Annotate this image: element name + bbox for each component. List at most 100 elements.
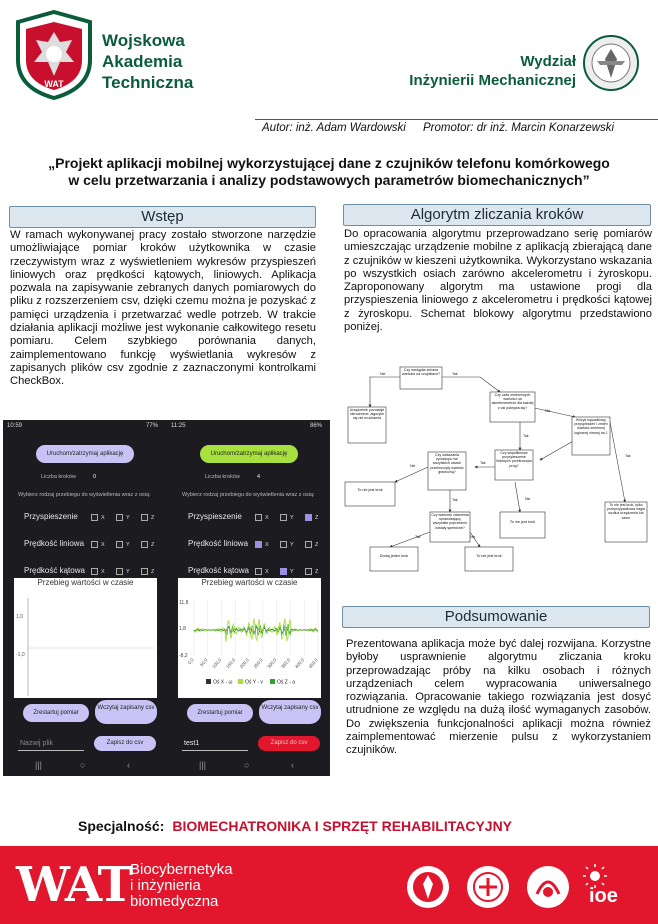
row-angular-velocity: Prędkość kątowa bbox=[24, 566, 85, 575]
edge-yes: Tak bbox=[480, 461, 486, 465]
edge-no: Nie bbox=[410, 464, 415, 468]
emblem-ring-icon bbox=[527, 866, 569, 908]
edge-yes: Tak bbox=[452, 498, 458, 502]
x-tick: 100,0 bbox=[211, 657, 222, 669]
legend-swatch bbox=[270, 679, 275, 684]
poster-footer: WAT Biocybernetyka i inżynieria biomedyc… bbox=[0, 846, 658, 924]
edge-yes: Tak bbox=[625, 454, 631, 458]
edge-yes: Tak bbox=[452, 372, 458, 376]
x-tick: 350,0 bbox=[280, 657, 291, 669]
department-name: Biocybernetyka i inżynieria biomedyczna bbox=[130, 861, 233, 910]
axis-checkbox-y[interactable] bbox=[116, 541, 123, 548]
reset-button[interactable]: Zrestartuj pomiar bbox=[187, 704, 253, 722]
faculty-emblem-logo bbox=[583, 35, 639, 91]
axis-checkbox-z[interactable] bbox=[305, 514, 312, 521]
y-tick: 11,8 bbox=[179, 600, 189, 606]
y-tick: -1,0 bbox=[16, 652, 25, 658]
axis-label: Z bbox=[151, 542, 155, 548]
load-csv-button[interactable]: Wczytaj zapisany csv bbox=[95, 700, 157, 724]
reset-button[interactable]: Zrestartuj pomiar bbox=[23, 704, 89, 722]
algorithm-flowchart: Czy nastąpiła zmiana wartości na czujnik… bbox=[344, 366, 648, 572]
save-csv-button[interactable]: Zapisz do csv bbox=[258, 736, 320, 751]
load-csv-button[interactable]: Wczytaj zapisany csv bbox=[259, 700, 321, 724]
legend-swatch bbox=[238, 679, 243, 684]
node-accel: Czy czas zmierzonych wartości na akceler… bbox=[491, 393, 534, 410]
node-add-step: Dodaj jeden krok bbox=[379, 554, 409, 558]
faculty-emblem-icon bbox=[407, 866, 449, 908]
algorithm-text: Do opracowania algorytmu przeprowadzano … bbox=[344, 228, 652, 334]
axis-label: Z bbox=[315, 515, 319, 521]
back-icon[interactable]: ‹ bbox=[127, 760, 130, 770]
wat-logo: WAT bbox=[16, 857, 133, 913]
steps-value: 0 bbox=[93, 474, 97, 480]
axis-checkbox-x[interactable] bbox=[91, 568, 98, 575]
university-name: Wojskowa Akademia Techniczna bbox=[102, 31, 194, 92]
node-start: Czy nastąpiła zmiana wartości na czujnik… bbox=[402, 368, 440, 377]
row-acceleration: Przyspieszenie bbox=[188, 512, 242, 521]
filename-input[interactable]: test1 bbox=[184, 740, 200, 747]
node-nostep2: To nie jest krok bbox=[509, 520, 536, 524]
axis-checkbox-z[interactable] bbox=[141, 541, 148, 548]
axis-prompt: Wybierz rodzaj przebiegu do wyświetlenia… bbox=[182, 492, 315, 498]
axis-checkbox-y[interactable] bbox=[280, 541, 287, 548]
spec-value: BIOMECHATRONIKA I SPRZĘT REHABILITACYJNY bbox=[172, 818, 513, 834]
axis-label: Y bbox=[290, 569, 294, 575]
home-icon[interactable]: ○ bbox=[244, 760, 250, 770]
axis-checkbox-x[interactable] bbox=[255, 568, 262, 575]
legend-swatch bbox=[206, 679, 211, 684]
filename-input[interactable]: Nazwij plik bbox=[20, 740, 54, 747]
axis-checkbox-z[interactable] bbox=[141, 568, 148, 575]
society-seal-icon bbox=[467, 866, 509, 908]
axis-checkbox-z[interactable] bbox=[305, 568, 312, 575]
back-icon[interactable]: ‹ bbox=[291, 760, 294, 770]
axis-checkbox-x[interactable] bbox=[91, 541, 98, 548]
legend-entry: Oś Y - v bbox=[245, 680, 263, 686]
edge-no: Nie bbox=[470, 535, 475, 539]
node-q-steps: Czy warunek zdarzenia sprawdzający wszys… bbox=[431, 513, 469, 530]
x-tick: 400,0 bbox=[294, 657, 305, 669]
axis-label: X bbox=[265, 515, 269, 521]
chart-area: Przebieg wartości w czasie 1,0 -1,0 bbox=[14, 578, 157, 698]
axis-checkbox-y[interactable] bbox=[116, 568, 123, 575]
intro-text: W ramach wykonywanej pracy zostało stwor… bbox=[10, 229, 316, 388]
axis-label: Z bbox=[151, 515, 155, 521]
crest-text: WAT bbox=[44, 79, 64, 89]
axis-checkbox-y[interactable] bbox=[116, 514, 123, 521]
home-icon[interactable]: ○ bbox=[80, 760, 86, 770]
steps-label: Liczba kroków bbox=[41, 474, 76, 480]
axis-checkbox-x[interactable] bbox=[91, 514, 98, 521]
y-tick: -8,2 bbox=[179, 653, 188, 659]
save-csv-button[interactable]: Zapisz do csv bbox=[94, 736, 156, 751]
y-tick: 1,8 bbox=[179, 626, 186, 632]
node-wait: Urządzenie pozostaje nieruchome, algoryt… bbox=[349, 408, 385, 421]
axis-checkbox-z[interactable] bbox=[305, 541, 312, 548]
edge-yes: Tak bbox=[523, 434, 529, 438]
row-angular-velocity: Prędkość kątowa bbox=[188, 566, 249, 575]
start-stop-button[interactable]: Uruchom/zatrzymaj aplikację bbox=[200, 445, 298, 463]
axis-checkbox-x[interactable] bbox=[255, 514, 262, 521]
edge-no: Nie bbox=[545, 409, 550, 413]
edge-no: Nie bbox=[525, 497, 530, 501]
start-stop-button[interactable]: Uruchom/zatrzymaj aplikację bbox=[36, 445, 134, 463]
axis-label: Y bbox=[290, 542, 294, 548]
filename-underline bbox=[18, 750, 84, 751]
y-tick: 1,0 bbox=[16, 614, 23, 620]
row-acceleration: Przyspieszenie bbox=[24, 512, 78, 521]
axis-checkbox-z[interactable] bbox=[141, 514, 148, 521]
axis-checkbox-x[interactable] bbox=[255, 541, 262, 548]
android-navbar: ||| ○ ‹ bbox=[167, 758, 330, 776]
x-tick: 300,0 bbox=[266, 657, 277, 669]
axis-checkbox-y[interactable] bbox=[280, 568, 287, 575]
axis-checkbox-y[interactable] bbox=[280, 514, 287, 521]
axis-label: X bbox=[101, 542, 105, 548]
row-linear-velocity: Prędkość liniowa bbox=[188, 539, 249, 548]
summary-heading: Podsumowanie bbox=[342, 606, 650, 628]
authors-line: Autor: inż. Adam Wardowski Promotor: dr … bbox=[262, 122, 628, 134]
recent-apps-icon[interactable]: ||| bbox=[199, 760, 207, 770]
recent-apps-icon[interactable]: ||| bbox=[35, 760, 43, 770]
algorithm-heading: Algorytm zliczania kroków bbox=[343, 204, 651, 226]
edge-no: Nie bbox=[380, 372, 385, 376]
x-tick: 250,0 bbox=[253, 657, 264, 669]
chart-title: Przebieg wartości w czasie bbox=[37, 578, 134, 587]
